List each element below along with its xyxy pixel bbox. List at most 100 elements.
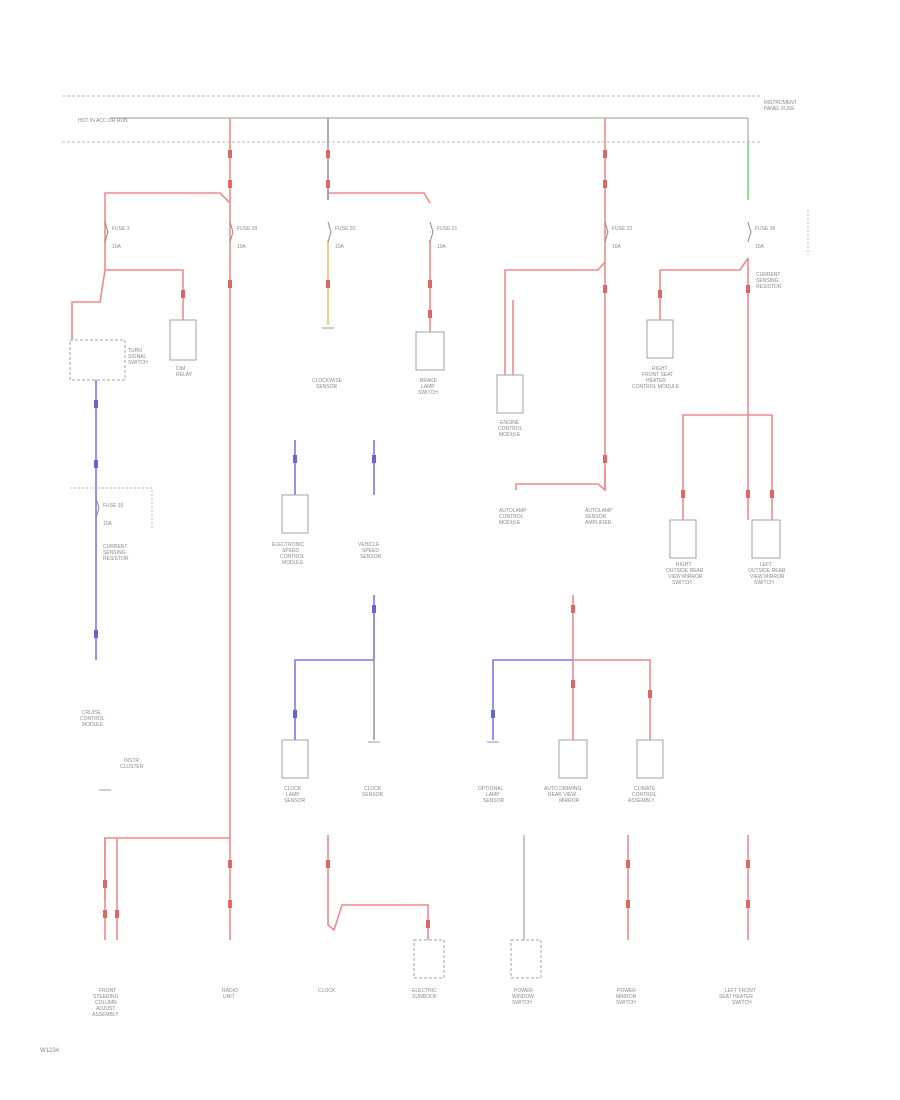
- bottom-6-label-2: MIRROR: [616, 994, 637, 1000]
- brake-switch-box: [415, 331, 445, 371]
- bottom-6-label-3: SWITCH: [616, 1000, 636, 1006]
- left-mirror-label-4: SWITCH: [754, 580, 774, 586]
- cruise-module-label-1: CRUISE: [82, 710, 102, 716]
- fuse-20-rating: 10A: [335, 244, 345, 250]
- bottom-7-label-2: SEAT HEATER: [719, 994, 753, 1000]
- right-mirror-switch-box: [669, 519, 697, 559]
- speed-module-label-1: ELECTRONIC: [272, 542, 305, 548]
- fuse-21-label: FUSE 21: [437, 226, 458, 232]
- fuse-block-label: HOT IN ACC OR RUN: [78, 118, 128, 124]
- power-note-line-1: INSTRUMENT: [764, 100, 797, 106]
- vehicle-speed-label-2: SPEED: [362, 548, 379, 554]
- clock-lamp-sensor-label-1: CLOCK: [284, 786, 302, 792]
- fuse-19-label: FUSE 19: [237, 226, 258, 232]
- bottom-3-label-1: CLOCK: [318, 988, 336, 994]
- fuse15-note-3: RESISTOR: [103, 556, 129, 562]
- engine-module-label-3: MODULE: [499, 432, 521, 438]
- bottom-7-label-3: SWITCH: [732, 1000, 752, 1006]
- fuse-36-label: FUSE 36: [755, 226, 776, 232]
- clock-lamp-sensor-label-3: SENSOR: [284, 798, 306, 804]
- fuse-brackets: [70, 210, 809, 530]
- seat-heater-label-1: RIGHT: [652, 366, 668, 372]
- climate-control-label-3: ASSEMBLY: [628, 798, 655, 804]
- cruise-module-label-3: MODULE: [82, 722, 104, 728]
- bottom-5-label-3: SWITCH: [512, 1000, 532, 1006]
- bottom-1-label-3: COLUMN: [95, 1000, 117, 1006]
- clock-sensor-label-2: SENSOR: [362, 792, 384, 798]
- auto-dim-mirror-label-1: AUTO DIMMING: [544, 786, 582, 792]
- bottom-1-label-1: FRONT: [99, 988, 116, 994]
- fuse-21-rating: 10A: [437, 244, 447, 250]
- bottom-6-label-1: POWER: [617, 988, 636, 994]
- left-mirror-label-3: VIEW MIRROR: [750, 574, 785, 580]
- fuse-labels: FUSE 3 10A FUSE 19 10A FUSE 20 10A FUSE …: [103, 226, 776, 527]
- bottom-1-label-4: ADJUST: [96, 1006, 115, 1012]
- engine-module-box: [496, 374, 524, 414]
- fuse-3-rating: 10A: [112, 244, 122, 250]
- clockwise-sensor-label-2: SENSOR: [316, 384, 338, 390]
- turn-signal-label-2: SIGNAL: [128, 354, 147, 360]
- auto-dim-mirror-label-3: MIRROR: [559, 798, 580, 804]
- top-bus: [62, 95, 760, 143]
- fuse36-note-1: CURRENT: [756, 272, 780, 278]
- left-mirror-label-1: LEFT: [760, 562, 772, 568]
- optional-lamp-label-2: LAMP: [486, 792, 500, 798]
- bottom-7-label-1: LEFT FRONT: [725, 988, 756, 994]
- turn-signal-label-3: SWITCH: [128, 360, 148, 366]
- turn-signal-switch-box: [69, 339, 126, 381]
- speed-module-label-4: MODULE: [282, 560, 304, 566]
- right-mirror-label-2: OUTSIDE REAR: [666, 568, 704, 574]
- dim-relay-box: [169, 319, 197, 361]
- clock-sensor-label-1: CLOCK: [364, 786, 382, 792]
- dim-relay-label-2: RELAY: [176, 372, 193, 378]
- fuse-22-rating: 10A: [612, 244, 622, 250]
- right-mirror-label-4: SWITCH: [672, 580, 692, 586]
- fuse-22-label: FUSE 22: [612, 226, 633, 232]
- fuse-symbols: [95, 221, 752, 519]
- engine-module-label-2: CONTROL: [498, 426, 523, 432]
- bottom-4-label-1: ELECTRIC: [412, 988, 437, 994]
- fuse-20-label: FUSE 20: [335, 226, 356, 232]
- fuse-3-label: FUSE 3: [112, 226, 130, 232]
- cluster-note-2: CLUSTER: [120, 764, 144, 770]
- left-mirror-switch-box: [751, 519, 781, 559]
- fuse-19-rating: 10A: [237, 244, 247, 250]
- bottom-2-label-2: UNIT: [223, 994, 235, 1000]
- bottom-2-label-1: RADIO: [222, 988, 238, 994]
- speed-module-label-3: CONTROL: [280, 554, 305, 560]
- autolamp-sensor-label-2: SENSOR: [585, 514, 607, 520]
- fuse36-note-2: SENSING: [756, 278, 779, 284]
- autolamp-module-label-2: CONTROL: [499, 514, 524, 520]
- connector-marks-blue: [94, 400, 495, 718]
- auto-dim-mirror-box: [558, 739, 588, 779]
- fuse15-note-2: SENSING: [103, 550, 126, 556]
- bottom-5-label-1: POWER: [514, 988, 533, 994]
- optional-lamp-label-3: SENSOR: [483, 798, 505, 804]
- clock-lamp-sensor-box: [281, 739, 309, 779]
- climate-control-label-1: CLIMATE: [634, 786, 656, 792]
- autolamp-module-label-3: MODULE: [499, 520, 521, 526]
- clock-lamp-sensor-label-2: LAMP: [286, 792, 300, 798]
- auto-dim-mirror-label-2: REAR VIEW: [548, 792, 576, 798]
- clockwise-sensor-label-1: CLOCKWISE: [312, 378, 343, 384]
- bottom-4-label-2: SUNROOF: [412, 994, 437, 1000]
- climate-control-box: [636, 739, 664, 779]
- right-mirror-label-3: VIEW MIRROR: [668, 574, 703, 580]
- right-mirror-label-1: RIGHT: [676, 562, 692, 568]
- bottom-1-label-2: STEERING: [93, 994, 119, 1000]
- seat-heater-box: [646, 319, 674, 359]
- optional-lamp-label-1: OPTIONAL: [478, 786, 504, 792]
- bottom-1-label-5: ASSEMBLY: [92, 1012, 119, 1018]
- dim-relay-label-1: DIM: [176, 366, 185, 372]
- seat-heater-label-3: HEATER: [646, 378, 666, 384]
- autolamp-sensor-label-1: AUTOLAMP: [585, 508, 613, 514]
- climate-control-label-2: CONTROL: [632, 792, 657, 798]
- terminal-ticks: [99, 327, 499, 791]
- power-note-line-2: PANEL FUSE: [764, 106, 795, 112]
- bottom-5-label-2: WINDOW: [512, 994, 534, 1000]
- autolamp-module-label-1: AUTOLAMP: [499, 508, 527, 514]
- fuse36-note-3: RESISTOR: [756, 284, 782, 290]
- turn-signal-label-1: TURN: [128, 348, 142, 354]
- fuse-15-rating: 10A: [103, 521, 113, 527]
- engine-module-label-1: ENGINE: [500, 420, 520, 426]
